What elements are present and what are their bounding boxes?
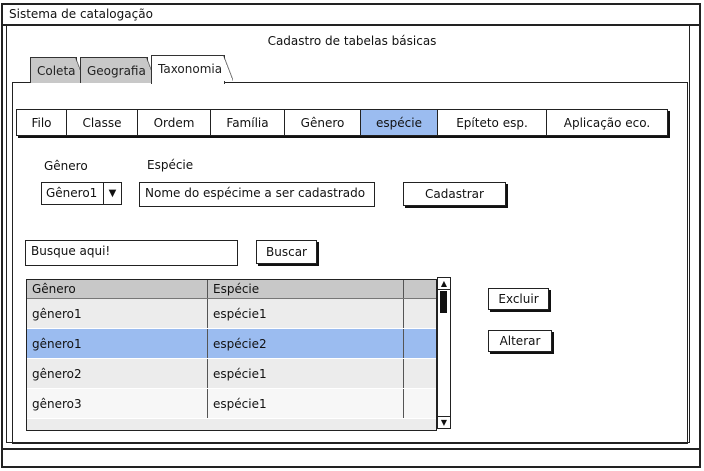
genero-select-value: Gênero1 [46,186,98,200]
subtab-classe[interactable]: Classe [66,109,137,136]
subtab-label: Filo [31,115,52,130]
subtab-bar: Filo Classe Ordem Família Gênero espécie… [16,109,668,136]
table-row[interactable]: gênero2 espécie1 [27,359,436,389]
column-header-especie[interactable]: Espécie [208,280,404,298]
genero-select[interactable]: Gênero1 ▼ [41,182,122,205]
subtab-label: Família [226,115,269,130]
subtab-genero[interactable]: Gênero [284,109,360,136]
subtab-epiteto[interactable]: Epíteto esp. [437,109,546,136]
search-input[interactable]: Busque aqui! [25,240,238,266]
chevron-down-icon[interactable]: ▼ [103,183,121,204]
cell-genero: gênero2 [27,359,208,388]
cell-empty [404,359,436,388]
page-title: Cadastro de tabelas básicas [267,34,437,48]
table-row-selected[interactable]: gênero1 espécie2 [27,329,436,359]
subtab-aplicacao[interactable]: Aplicação eco. [546,109,668,136]
excluir-button[interactable]: Excluir [488,288,549,310]
column-header-empty [404,280,436,298]
tab-coleta[interactable]: Coleta [30,57,85,83]
tab-panel [12,82,688,444]
cell-especie: espécie1 [208,389,404,418]
cell-especie: espécie2 [208,329,404,358]
search-button[interactable]: Buscar [256,240,317,264]
table-row[interactable]: gênero1 espécie1 [27,299,436,329]
subtab-label: Gênero [300,115,345,130]
tab-taxonomia[interactable]: Taxonomia [151,55,233,84]
tab-label: Coleta [37,64,76,78]
cell-genero: gênero1 [27,329,208,358]
subtab-label: Classe [82,115,122,130]
scroll-up-icon[interactable]: ▲ [438,278,450,290]
subtab-ordem[interactable]: Ordem [137,109,210,136]
subtab-especie[interactable]: espécie [360,109,437,136]
subtab-label: Epíteto esp. [456,115,528,130]
column-header-genero[interactable]: Gênero [27,280,208,298]
subtab-familia[interactable]: Família [210,109,284,136]
status-bar [3,448,699,466]
scroll-thumb[interactable] [440,291,447,313]
cell-especie: espécie1 [208,359,404,388]
genero-label: Gênero [44,159,88,173]
content-frame [6,24,690,443]
table-row[interactable]: gênero3 espécie1 [27,389,436,419]
subtab-label: Ordem [153,115,195,130]
tab-label: Taxonomia [158,62,223,76]
window-title: Sistema de catalogação [3,5,699,26]
cell-empty [404,299,436,328]
subtab-label: espécie [376,115,422,130]
cell-genero: gênero3 [27,389,208,418]
cell-genero: gênero1 [27,299,208,328]
scroll-down-icon[interactable]: ▼ [438,416,450,428]
cell-especie: espécie1 [208,299,404,328]
results-table: Gênero Espécie gênero1 espécie1 gênero1 … [26,279,437,431]
subtab-label: Aplicação eco. [563,115,651,130]
alterar-button[interactable]: Alterar [488,330,552,352]
tab-geografia[interactable]: Geografia [80,57,156,83]
table-scrollbar[interactable]: ▲ ▼ [437,277,451,429]
subtab-filo[interactable]: Filo [16,109,66,136]
cell-empty [404,329,436,358]
cell-empty [404,389,436,418]
tab-label: Geografia [87,64,146,78]
especie-label: Espécie [147,158,194,172]
especie-input[interactable]: Nome do espécime a ser cadastrado [139,182,375,207]
table-header: Gênero Espécie [27,280,436,299]
cadastrar-button[interactable]: Cadastrar [403,182,506,206]
